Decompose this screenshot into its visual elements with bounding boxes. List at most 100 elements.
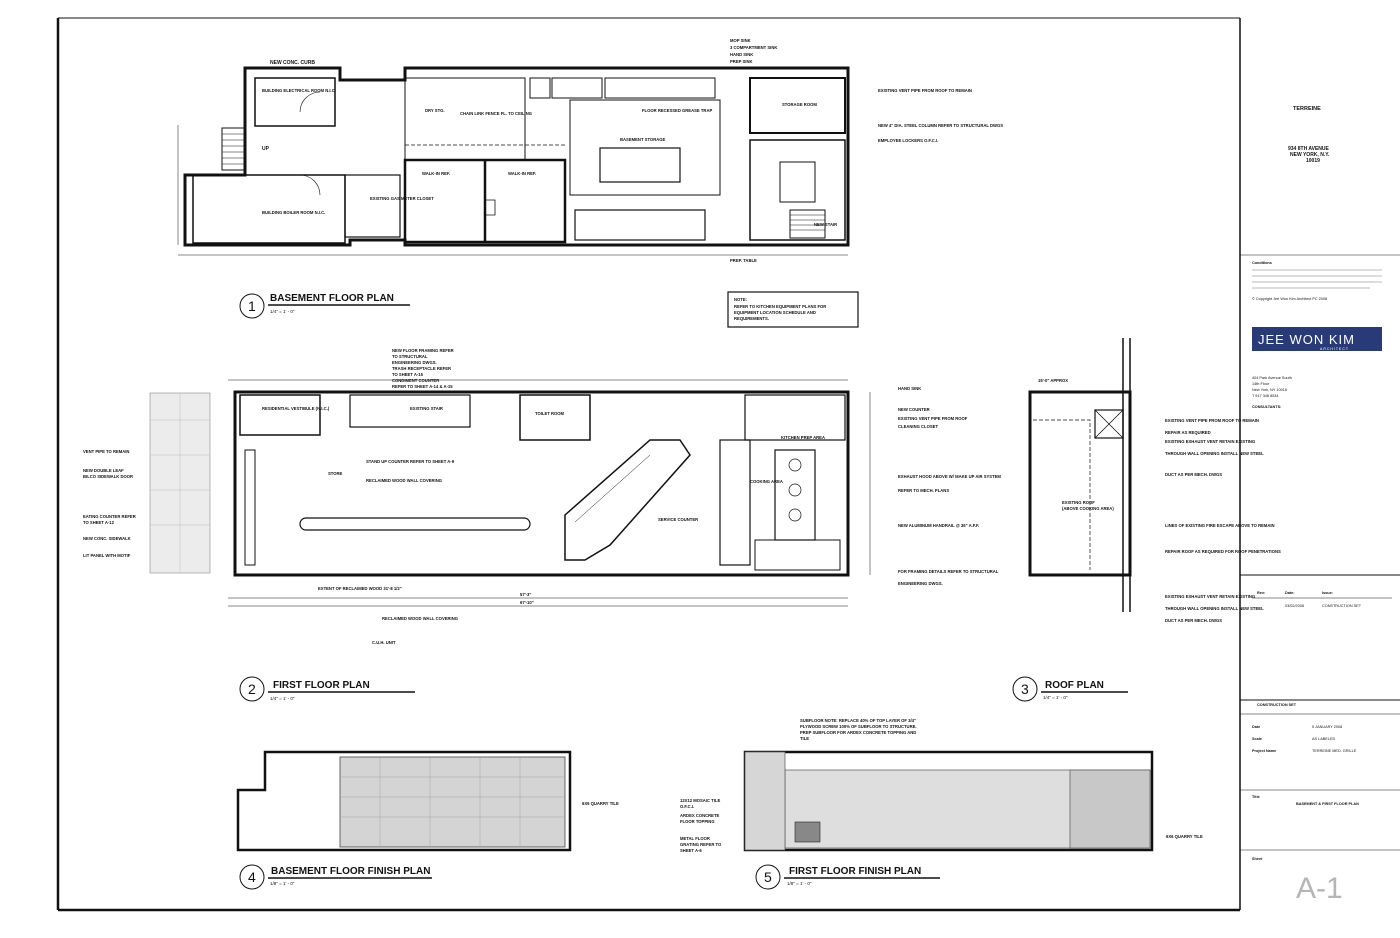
title-roof-number: 3 [1021,681,1029,697]
room-store: STORE [328,471,343,476]
title-basement-finish-text: BASEMENT FLOOR FINISH PLAN [271,866,430,877]
ff-callout-ventpipe: VENT PIPE TO REMAIN [83,449,129,454]
room-electrical: BUILDING ELECTRICAL ROOM N.I.C. [262,88,336,93]
ff-callout-eating-1: EATING COUNTER REFER [83,514,136,519]
tb-firm-addr-1: 404 Park Avenue South [1252,376,1292,380]
ff-callout-framing-3: ENGINEERING DWGS. [392,360,437,365]
tb-address-2: NEW YORK, N.Y. [1290,152,1330,158]
bsmt-callout-mop: MOP SINK [730,38,751,43]
tb-title-value: BASEMENT & FIRST FLOOR PLAN [1296,802,1359,806]
tb-address-3: 10019 [1306,158,1320,164]
ff-callout-extent: EXTENT OF RECLAIMED WOOD 31'-8 1/2" [318,586,402,591]
tb-rev-date: 03/02/2008 [1285,604,1304,608]
ff-finish-ofci: O.F.C.I. [680,804,694,809]
bsmt-callout-prep: PREP SINK [730,59,753,64]
title-first-floor-finish-text: FIRST FLOOR FINISH PLAN [789,866,921,877]
first-floor-finish-plan: SUBFLOOR NOTE: REPLACE 40% OF TOP LAYER … [680,718,1203,853]
ff-callout-trash-1: TRASH RECEPTACLE REFER [392,366,451,371]
tb-sheet-label: Sheet [1252,857,1263,861]
note-line-2: REFER TO KITCHEN EQUIPMENT PLANS FOR [734,304,826,309]
title-roof-scale: 1/4" = 1' - 0" [1043,695,1068,700]
tb-firm-addr-4: T 917 348 8534 [1252,394,1279,398]
ff-callout-framing-details: FOR FRAMING DETAILS REFER TO STRUCTURAL [898,569,999,574]
tb-project-value: TERREINE MED. GRILLE [1312,749,1357,753]
bsmt-callout-handsink: HAND SINK [730,52,753,57]
room-grease-trap: FLOOR RECESSED GREASE TRAP [642,108,712,113]
note-line-3: EQUIPMENT LOCATION SCHEDULE AND [734,310,816,315]
room-walkin-1: WALK-IN REF. [422,171,450,176]
room-service-counter: SERVICE COUNTER [658,517,698,522]
bsmt-callout-column: NEW 4" DIA. STEEL COLUMN REFER TO STRUCT… [878,123,1003,128]
ff-finish-grating-2: GRATING REFER TO [680,842,722,847]
bsmt-callout-vent: EXISTING VENT PIPE FROM ROOF TO REMAIN [878,88,972,93]
storage-room [749,77,846,134]
room-gas-meter: EXISTING GAS METER CLOSET [370,196,434,201]
roof-callout-1: EXISTING VENT PIPE FROM ROOF TO REMAIN [1165,418,1259,423]
service-counter [564,439,691,561]
tb-scale-label: Scale [1252,737,1262,741]
title-first-floor-finish: 5 FIRST FLOOR FINISH PLAN 1/8" = 1' - 0" [755,864,940,890]
eating-counter [299,517,531,531]
tb-firm-logo-box [1252,327,1382,351]
tb-rev-issue: CONSTRUCTION SET [1322,604,1362,608]
ff-callout-framing-2: TO STRUCTURAL [392,354,428,359]
title-basement-finish-scale: 1/8" = 1' - 0" [270,881,295,886]
title-first-floor-number: 2 [248,681,256,697]
tb-rev-label: Rev: [1257,591,1265,595]
title-first-floor-text: FIRST FLOOR PLAN [273,680,370,691]
first-floor-plan: 57'-3" 67'-10" NEW FLOOR FRAMING REFER T… [83,348,1001,645]
ff-finish-note-3: PREP SUBFLOOR FOR ARDEX CONCRETE TOPPING… [800,730,916,735]
tb-firm-logo-sub: ARCHITECT [1320,347,1349,351]
tb-conditions-heading: Conditions [1252,261,1272,265]
bsmt-callout-curb: NEW CONC. CURB [270,60,315,66]
ff-callout-standup: STAND UP COUNTER REFER TO SHEET A-9 [366,459,455,464]
title-basement-finish-number: 4 [248,869,256,885]
ff-dim-1: 57'-3" [520,592,531,597]
room-basement-storage: BASEMENT STORAGE [620,137,665,142]
note-line-1: NOTE: [734,297,747,302]
ff-callout-litpanel: LIT PANEL WITH MOTIF [83,553,131,558]
toilet-room [519,394,591,441]
basement-floor-plan: NEW CONC. CURB UP MOP SINK 3 COMPARTMENT… [177,38,1003,328]
title-first-floor-scale: 1/4" = 1' - 0" [270,696,295,701]
tb-project-label: Project Name [1252,749,1276,753]
tb-firm-logo: JEE WON KIM [1258,332,1355,347]
roof-callout-5: DUCT AS PER MECH. DWGS [1165,472,1222,477]
title-first-floor: 2 FIRST FLOOR PLAN 1/4" = 1' - 0" [239,676,415,702]
roof-callout-7: REPAIR ROOF AS REQUIRED FOR ROOF PENETRA… [1165,549,1281,554]
roof-callout-8: EXISTING EXHAUST VENT RETAIN EXISTING [1165,594,1255,599]
gas-meter-closet [344,174,401,238]
tb-date-label: Date: [1285,591,1295,595]
ff-callout-eating-2: TO SHEET A-12 [83,520,115,525]
title-basement-scale: 1/4" = 1' - 0" [270,309,295,314]
tb-copyright: © Copyright Jee Won Kim Architect PC 200… [1252,297,1327,301]
basement-note-box [727,291,859,328]
first-floor-outline [233,390,850,577]
basement-finish-plan: 6X6 QUARRY TILE [236,750,619,852]
room-dry-stg: DRY STG. [425,108,445,113]
title-roof-text: ROOF PLAN [1045,680,1104,691]
ff-finish-note-4: TILE [800,736,809,741]
basement-outline [183,66,850,247]
bsmt-callout-3comp: 3 COMPARTMENT SINK [730,45,777,50]
ff-callout-hood-ref: REFER TO MECH. PLANS [898,488,949,493]
roof-callout-4: THROUGH WALL OPENING INSTALL NEW STEEL [1165,451,1264,456]
ff-finish-grating-3: SHEET A-6 [680,848,702,853]
ff-finish-note-1: SUBFLOOR NOTE: REPLACE 40% OF TOP LAYER … [800,718,916,723]
room-existing-stair: EXISTING STAIR [410,406,443,411]
room-new-stair: NEW STAIR [814,222,837,227]
roof-callout-3: EXISTING EXHAUST VENT RETAIN EXISTING [1165,439,1255,444]
roof-callout-2: REPAIR AS REQUIRED [1165,430,1211,435]
tb-firm-addr-2: 14th Floor [1252,382,1270,386]
tb-set-name: CONSTRUCTION SET [1257,703,1297,707]
ff-finish-note-2: PLYWOOD SCREW 100% OF SUBFLOOR TO STRUCT… [800,724,917,729]
bsmt-callout-preptable: PREP. TABLE [730,258,757,263]
roof-dim-top: 15'-0" APPROX [1038,378,1068,383]
room-storage: STORAGE ROOM [782,102,817,107]
roof-callout-6: LINES OF EXISTING FIRE ESCAPE ABOVE TO R… [1165,523,1275,528]
title-basement-number: 1 [248,298,256,314]
tb-scale-value: AS LABELED [1312,737,1335,741]
tb-title-label: Title [1252,795,1260,799]
ff-finish-tile-label: 6X6 QUARRY TILE [1166,834,1203,839]
